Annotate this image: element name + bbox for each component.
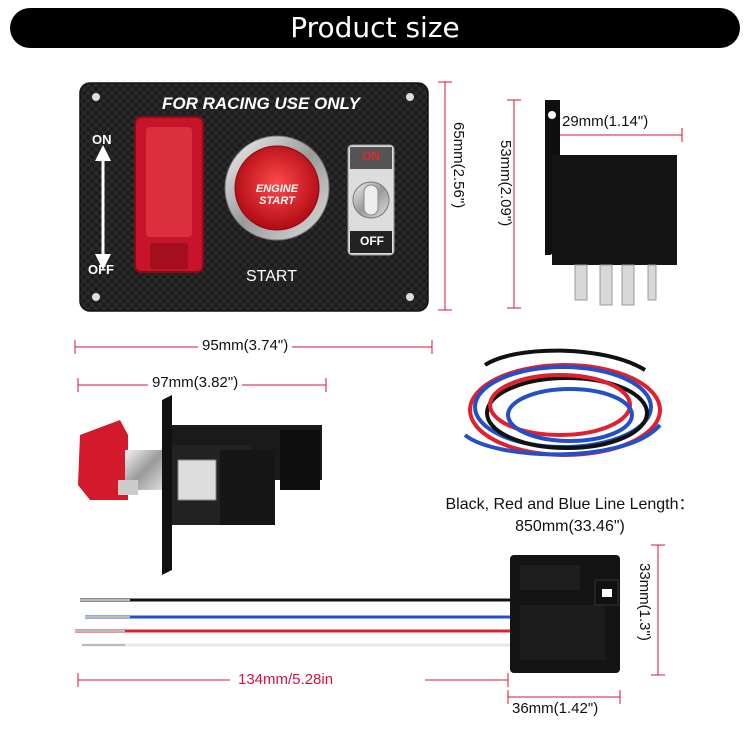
page-title: Product size	[290, 11, 460, 44]
racing-use-text: FOR RACING USE ONLY	[162, 94, 361, 113]
engine-start-button-icon	[234, 145, 320, 231]
start-text: START	[259, 195, 295, 207]
relay-illustration	[545, 100, 677, 306]
wire-caption-line1: Black, Red and Blue Line Length：	[445, 496, 695, 513]
wire-length-caption: Black, Red and Blue Line Length： 850mm(3…	[405, 490, 735, 536]
switch-panel-illustration	[79, 82, 429, 312]
socket-length-dim: 134mm/5.28in	[238, 671, 334, 688]
start-label: START	[246, 268, 297, 285]
toggle-off-label: OFF	[360, 234, 384, 248]
toggle-lever-icon	[363, 184, 379, 216]
engine-text: ENGINE	[255, 183, 299, 195]
relay-socket-illustration	[75, 555, 620, 673]
socket-width-dim: 36mm(1.42")	[512, 700, 599, 717]
on-label: ON	[92, 132, 112, 147]
off-label: OFF	[88, 262, 114, 277]
socket-height-dim: 33mm(1.3")	[636, 563, 653, 641]
relay-width-dim: 29mm(1.14")	[562, 113, 649, 130]
relay-body-icon	[552, 155, 677, 265]
engine-start-text: ENGINE START	[246, 183, 308, 207]
wire-caption-line2: 850mm(33.46")	[515, 518, 625, 535]
toggle-on-label: ON	[362, 149, 380, 163]
side-view-width-dim: 97mm(3.82")	[148, 374, 243, 391]
panel-height-dim: 65mm(2.56")	[450, 122, 467, 209]
product-size-banner: Product size	[10, 8, 740, 48]
safety-cover-side-icon	[78, 420, 128, 500]
panel-plate-side	[162, 395, 172, 575]
switch-side-view	[78, 395, 322, 575]
panel-width-dim: 95mm(3.74")	[198, 337, 293, 354]
relay-height-dim: 53mm(2.09")	[497, 140, 514, 227]
wire-bundle-illustration	[463, 348, 662, 457]
